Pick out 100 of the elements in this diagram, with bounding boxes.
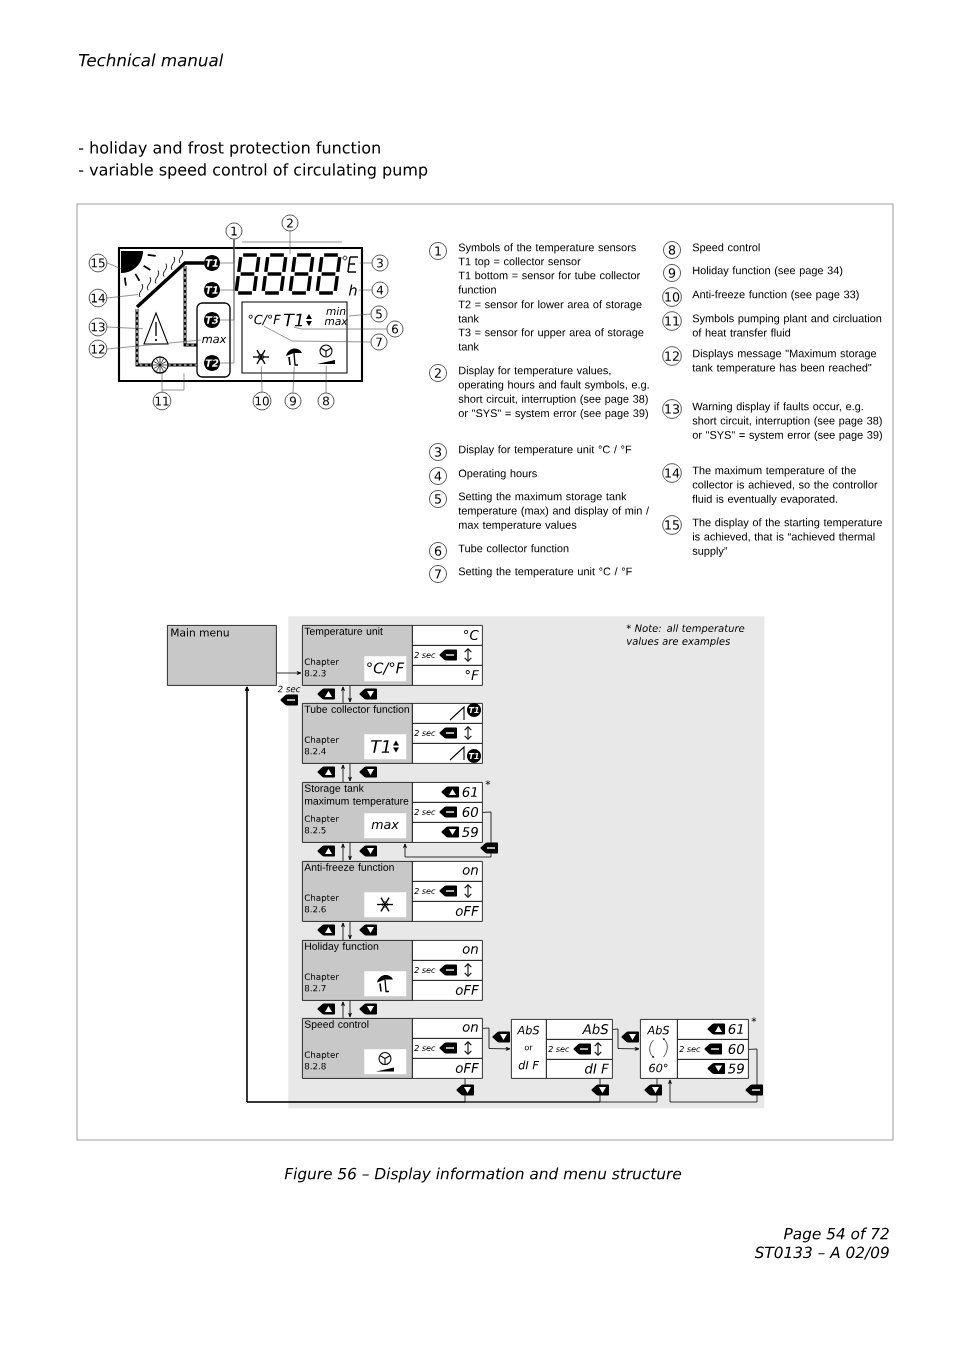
description-text: T1 top = collector sensor xyxy=(458,257,581,268)
footnote-mark: * xyxy=(751,1017,757,1023)
description-text: Tube collector function xyxy=(458,544,569,553)
leader-line xyxy=(358,289,372,291)
callout-number: 2 xyxy=(281,214,299,232)
legend-number: 11 xyxy=(662,311,682,331)
edge-label: 2 sec xyxy=(277,685,301,693)
value-cell: °C xyxy=(412,625,483,646)
callout-number: 7 xyxy=(370,333,388,351)
description-text: The display of the starting temperature is achieved, that is “achieved thermal supply” xyxy=(692,518,882,557)
value-cell: on xyxy=(412,1018,483,1039)
lcd-symbol: T1 xyxy=(283,313,303,327)
leader-line xyxy=(219,239,235,364)
legend-number: 13 xyxy=(662,399,682,419)
callout-number: 12 xyxy=(88,339,108,359)
callout-number: 11 xyxy=(152,391,172,411)
lcd-symbol: max xyxy=(202,336,227,344)
leader-line xyxy=(348,313,371,317)
callout-number: 4 xyxy=(371,281,389,299)
leader-line xyxy=(293,326,387,330)
arrow xyxy=(348,685,352,703)
fan-icon xyxy=(317,344,335,364)
description-text: Display for temperature unit °C / °F xyxy=(459,445,632,456)
leader-line xyxy=(106,326,144,330)
callout-number: 3 xyxy=(371,254,389,272)
value-cell: 61 xyxy=(677,1019,749,1040)
arrow xyxy=(276,671,302,675)
lcd-symbol: °C/°F xyxy=(248,314,281,326)
legend-number: 7 xyxy=(429,565,447,583)
legend-number: 6 xyxy=(429,542,447,560)
leader-line xyxy=(106,262,122,270)
arrow xyxy=(341,686,345,704)
description-text: Speed control xyxy=(692,243,760,254)
leader-line xyxy=(263,325,371,343)
description-text: Anti-freeze function (see page 33) xyxy=(692,290,859,301)
arrow xyxy=(403,811,492,858)
arrow xyxy=(341,1001,345,1019)
leader-line xyxy=(292,366,295,393)
bullet-text: - variable speed control of circulating pump xyxy=(79,163,428,179)
menu-item-box: Anti-freeze function Chapter 8.2.6 xyxy=(302,861,413,922)
value-cell: on xyxy=(412,861,483,882)
legend-number: 10 xyxy=(662,287,682,307)
steam-icon xyxy=(138,249,184,298)
callout-number: 9 xyxy=(284,392,302,410)
description-text: T1 bottom = sensor for tube collector function xyxy=(458,271,641,294)
description-text: Setting the maximum storage tank temperature (max) and display of min / max temperature values xyxy=(458,492,650,531)
arrow xyxy=(348,1000,352,1018)
description-text: Symbols pumping plant and circluation of heat transfer fluid xyxy=(692,314,882,337)
bullet-text: - holiday and frost protection function xyxy=(79,141,380,157)
description-text: Operating hours xyxy=(458,469,537,480)
menu-item-box: Storage tank maximum temperature Chapter 8.2.5 max xyxy=(302,782,413,843)
arrow xyxy=(348,763,352,782)
legend-number: 1 xyxy=(429,242,447,260)
callout-number: 5 xyxy=(370,305,388,323)
arrow xyxy=(482,1027,511,1051)
lcd-symbol: min max xyxy=(324,306,348,326)
arrow xyxy=(348,921,352,940)
callout-number: 1 xyxy=(225,222,243,240)
menu-box: Main menu xyxy=(167,625,277,686)
figure-caption: Figure 56 – Display information and menu structure xyxy=(284,1167,682,1183)
value-cell: 2 sec 60 xyxy=(677,1039,749,1060)
description-text: Display for temperature values, operating hours and fault symbols, e.g. short circuit, interruption (see page 38) or "SYS" = system error (see page 39) xyxy=(458,366,649,420)
legend-number: 15 xyxy=(662,515,682,535)
footnote-mark: * xyxy=(485,780,491,786)
lcd-symbol: h xyxy=(348,284,357,296)
description-text: Holiday function (see page 34) xyxy=(693,266,843,277)
leader-line xyxy=(359,262,372,264)
description-text: Symbols of the temperature sensors xyxy=(458,243,636,254)
legend-number: 5 xyxy=(429,490,447,508)
legend-number: 9 xyxy=(663,264,681,282)
sun-icon xyxy=(121,251,157,287)
umbrella-icon xyxy=(286,348,302,366)
menu-item-box: Temperature unit Chapter 8.2.3 °C/°F xyxy=(302,625,413,686)
callout-number: 14 xyxy=(88,288,108,308)
display-box: AbS 60° xyxy=(640,1019,678,1079)
value-cell: oFF xyxy=(412,980,483,1001)
description-text: The maximum temperature of the collector is achieved, so the controllor fluid is eventually evaporated. xyxy=(692,466,878,505)
arrow xyxy=(668,1048,758,1103)
leader-line xyxy=(260,366,263,393)
legend-number: 8 xyxy=(663,241,681,259)
callout-number: 6 xyxy=(386,320,404,338)
value-cell: AbS xyxy=(546,1019,613,1040)
value-cell: oFF xyxy=(412,901,483,922)
value-cell: oFF xyxy=(412,1058,483,1079)
callout-number: 15 xyxy=(88,253,108,273)
description-text: Setting the temperature unit °C / °F xyxy=(458,567,632,578)
arrow xyxy=(341,922,345,941)
snowflake-icon xyxy=(252,349,270,365)
leader-line xyxy=(106,294,139,299)
display-box: AbS or dI F xyxy=(511,1019,547,1079)
description-text: T2 = sensor for lower area of storage tank xyxy=(458,300,642,323)
leader-line xyxy=(161,373,185,393)
callout-number: 8 xyxy=(317,392,335,410)
arrow xyxy=(612,1028,640,1051)
legend-number: 4 xyxy=(429,467,447,485)
document-code: ST0133 – A 02/09 xyxy=(754,1246,889,1260)
menu-item-box: Tube collector function Chapter 8.2.4 T1 xyxy=(302,703,413,764)
legend-number: 12 xyxy=(662,346,682,366)
value-cell: °F xyxy=(412,665,483,686)
description-text: Warning display if faults occur, e.g. short circuit, interruption (see page 38) or "SYS" = system error (see page 39) xyxy=(692,402,882,441)
